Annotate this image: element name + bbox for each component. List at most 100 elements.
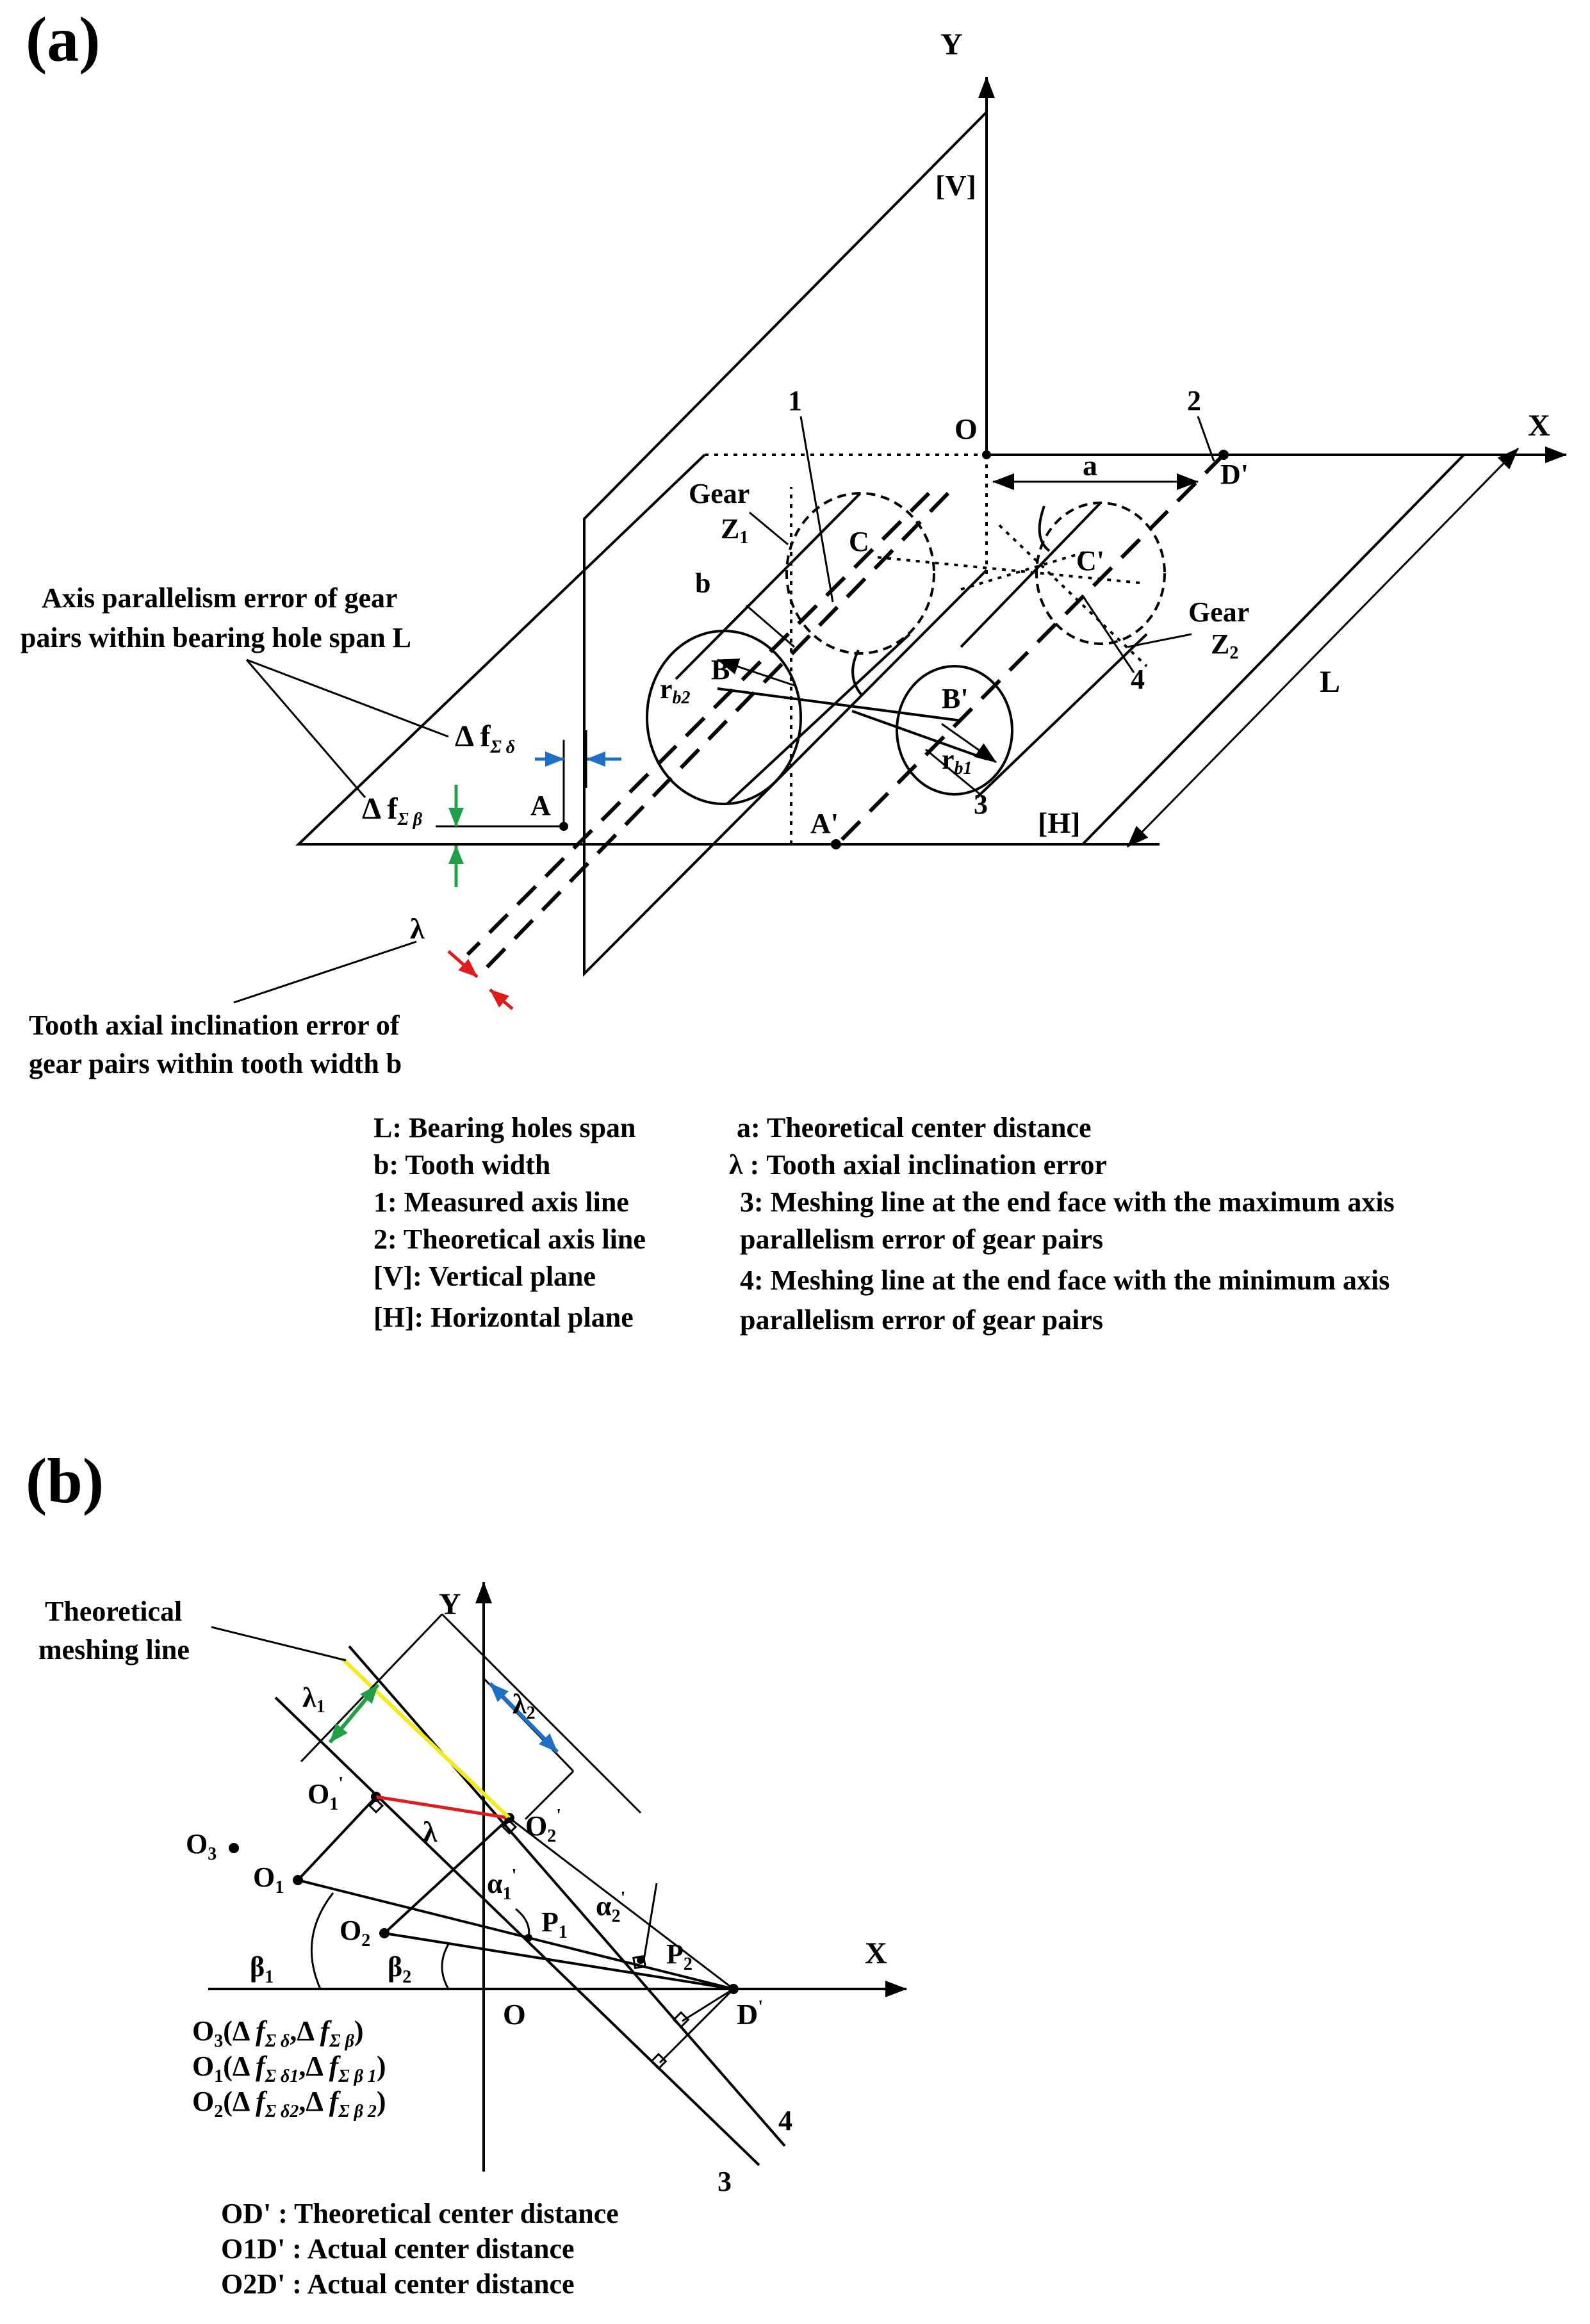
lambda1-arrow [328,1683,380,1744]
axis-parallelism-leader-2 [245,659,366,798]
legend-b-OD: OD' : Theoretical center distance [221,2198,619,2229]
df-delta-label: Δ fΣ δ [455,719,515,757]
coord-O2: O2(Δ fΣ δ2,Δ fΣ β 2) [192,2086,386,2122]
measured-axis-line-b [485,491,950,969]
theoretical-meshing-leader [211,1626,347,1662]
cprime-dotted-guide [998,524,1148,667]
right-angle-mark [368,1797,384,1814]
right-angle-mark [632,1954,647,1970]
line-1-leader [799,416,834,603]
gear-z1-leader [749,511,789,546]
legend-right-item: λ : Tooth axial inclination error [729,1149,1107,1181]
point-O2-prime-label: O2' [525,1806,561,1846]
tooth-inclination-note-line1: Tooth axial inclination error of [29,1010,400,1041]
gear-z2-symbol: Z2 [1211,628,1238,663]
panel-a: (a) Y X O [V] [H] L a D' 2 A' [20,4,1567,1336]
line-1-number: 1 [788,385,802,416]
meshing-line-4-number: 4 [778,2105,792,2136]
point-P1-label: P1 [541,1906,568,1942]
point-B-label: B [711,654,730,685]
legend-b-O1D: O1D' : Actual center distance [221,2233,575,2264]
axis-parallelism-leader-1 [246,659,449,738]
legend-right-item: parallelism error of gear pairs [740,1304,1103,1336]
gear-z1-bottom-edge [726,633,911,805]
point-A-label: A [530,790,551,821]
radius-b1-arrow [941,723,997,764]
panel-b: (b) Y X O D' 3 4 O1' O2' λ Theoretical m… [26,1445,907,2300]
axis-parallelism-note-line1: Axis parallelism error of gear [42,582,398,614]
lambda-b-label: λ [423,1815,438,1848]
coord-O3: O3(Δ fΣ δ,Δ fΣ β) [192,2015,364,2051]
point-O1-prime-label: O1' [307,1774,343,1814]
theoretical-meshing-label-1: Theoretical [45,1596,182,1627]
gear-z1-symbol: Z1 [721,513,748,548]
gear-z1-front-face [646,630,802,805]
line-3-leader [925,748,981,796]
point-O3 [229,1843,239,1853]
dimension-L-label: L [1320,665,1340,699]
o2-to-o2p-line [383,1817,511,1935]
line-2-leader [1197,416,1215,462]
gear-z1-rear-face [785,492,935,655]
legend-left-item: [V]: Vertical plane [373,1261,596,1292]
beta1-label: β1 [250,1951,274,1987]
gear-z1-top-edge [675,492,862,680]
panel-a-y-label: Y [940,28,963,61]
legend-b-O2D: O2D' : Actual center distance [221,2268,575,2300]
o2-to-dprime [384,1932,734,1990]
meshing-line-3 [274,1696,760,2166]
lambda-leader [233,940,417,1004]
b-bprime-meshing-line [851,710,987,760]
o1-down-line [297,1796,377,1881]
gear-z2-word: Gear [1188,596,1249,628]
vertical-plane [583,111,988,977]
gear-z1-word: Gear [689,478,750,509]
perp-box-right-2 [524,1770,575,1821]
beta2-label: β2 [388,1951,411,1987]
point-A-prime [831,839,841,849]
lambda2-label: λ2 [512,1689,536,1723]
measured-axis-line-a [466,491,931,956]
panel-b-x-label: X [865,1936,887,1970]
point-B-prime-label: B' [942,683,969,714]
point-O3-label: O3 [186,1828,217,1864]
legend-right-item: 4: Meshing line at the end face with the… [740,1264,1389,1296]
vertical-plane-label: [V] [935,169,976,202]
dimension-L-arrow [1126,447,1520,848]
point-C-label: C [849,526,869,557]
panel-b-y-label: Y [439,1587,461,1621]
legend-right-item: 3: Meshing line at the end face with the… [740,1186,1395,1218]
line-4-number: 4 [1131,664,1145,695]
gear-z1-teeth-notch [851,650,863,696]
legend-left-item: 2: Theoretical axis line [373,1223,646,1255]
gear-z2-teeth-notch [1038,505,1051,552]
legend-right-item: parallelism error of gear pairs [740,1223,1103,1255]
b-bprime-line [717,687,962,722]
panel-a-origin-label: O [955,413,978,445]
right-angle-mark [672,2011,690,2029]
meshing-line-3-number: 3 [717,2166,732,2197]
legend-right-item: a: Theoretical center distance [737,1112,1092,1143]
gear-z2-leader [1127,633,1192,648]
lambda-red-segment [375,1795,510,1820]
legend-left-item: 1: Measured axis line [373,1186,629,1218]
dimension-b-label: b [695,568,710,599]
lambda2-arrow [488,1682,559,1754]
panel-b-origin-label: O [503,1998,526,2031]
perp-box-left [300,1613,443,1763]
dprime-perp-to-line3 [659,1988,735,2064]
lambda-red-arrow-2 [489,988,514,1010]
right-angle-mark [501,1819,518,1835]
panel-a-legend-left: L: Bearing holes span b: Tooth width 1: … [373,1112,646,1333]
point-P2-label: P2 [666,1938,693,1974]
legend-left-item: L: Bearing holes span [373,1112,636,1143]
line-3-number: 3 [974,789,988,820]
gear-z2-top-edge [960,502,1102,648]
theoretical-axis-line [831,453,1225,851]
o1-to-dprime [297,1879,734,1990]
radius-b2-arrow [717,659,795,687]
beta2-arc [441,1943,450,1990]
panel-a-x-label: X [1528,409,1550,443]
panel-a-legend-right: a: Theoretical center distance λ : Tooth… [729,1112,1395,1336]
